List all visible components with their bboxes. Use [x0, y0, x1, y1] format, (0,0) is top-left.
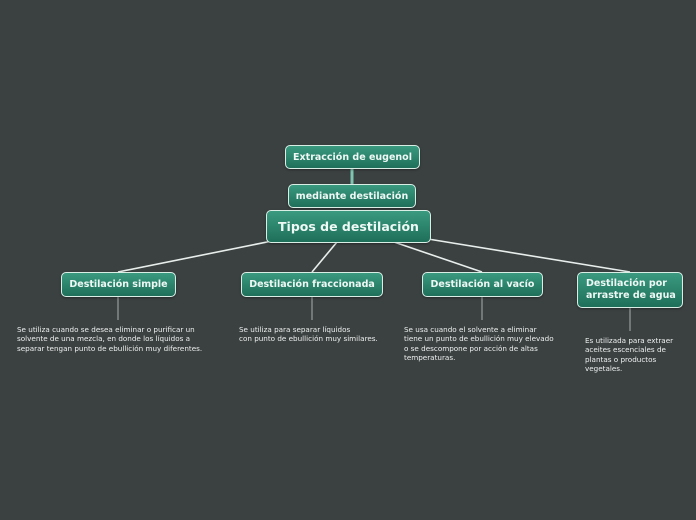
central-node-label: Tipos de destilación [278, 219, 419, 234]
note-destilacion-vacio: Se usa cuando el solvente a eliminar tie… [404, 325, 554, 362]
note-destilacion-simple: Se utiliza cuando se desea eliminar o pu… [17, 325, 203, 353]
node-label: Destilación fraccionada [249, 279, 375, 290]
node-tipos-destilacion[interactable]: Tipos de destilación [266, 210, 431, 243]
node-label: Destilación por arrastre de agua [586, 278, 676, 302]
node-label: mediante destilación [295, 190, 409, 202]
node-label-line-1: Destilación por [586, 278, 667, 289]
connector-center-to-arrastre [427, 238, 631, 273]
node-label: Extracción de eugenol [293, 151, 412, 163]
note-destilacion-arrastre: Es utilizada para extraer aceites escenc… [585, 336, 674, 373]
note-destilacion-fraccionada: Se utiliza para separar líquidos con pun… [239, 325, 378, 344]
node-destilacion-simple[interactable]: Destilación simple [61, 272, 176, 297]
node-destilacion-vacio[interactable]: Destilación al vacío [422, 272, 543, 297]
connector-center-to-fraccionada [311, 241, 338, 273]
node-extraccion-eugenol[interactable]: Extracción de eugenol [285, 145, 420, 169]
node-mediante-destilacion[interactable]: mediante destilación [288, 184, 416, 208]
node-label-line-2: arrastre de agua [586, 290, 676, 301]
node-label: Destilación al vacío [430, 279, 535, 290]
node-label: Destilación simple [69, 279, 168, 290]
node-destilacion-fraccionada[interactable]: Destilación fraccionada [241, 272, 383, 297]
node-destilacion-arrastre[interactable]: Destilación por arrastre de agua [577, 272, 683, 308]
connector-center-to-vacio [393, 241, 483, 273]
connector-center-to-simple [117, 240, 273, 273]
